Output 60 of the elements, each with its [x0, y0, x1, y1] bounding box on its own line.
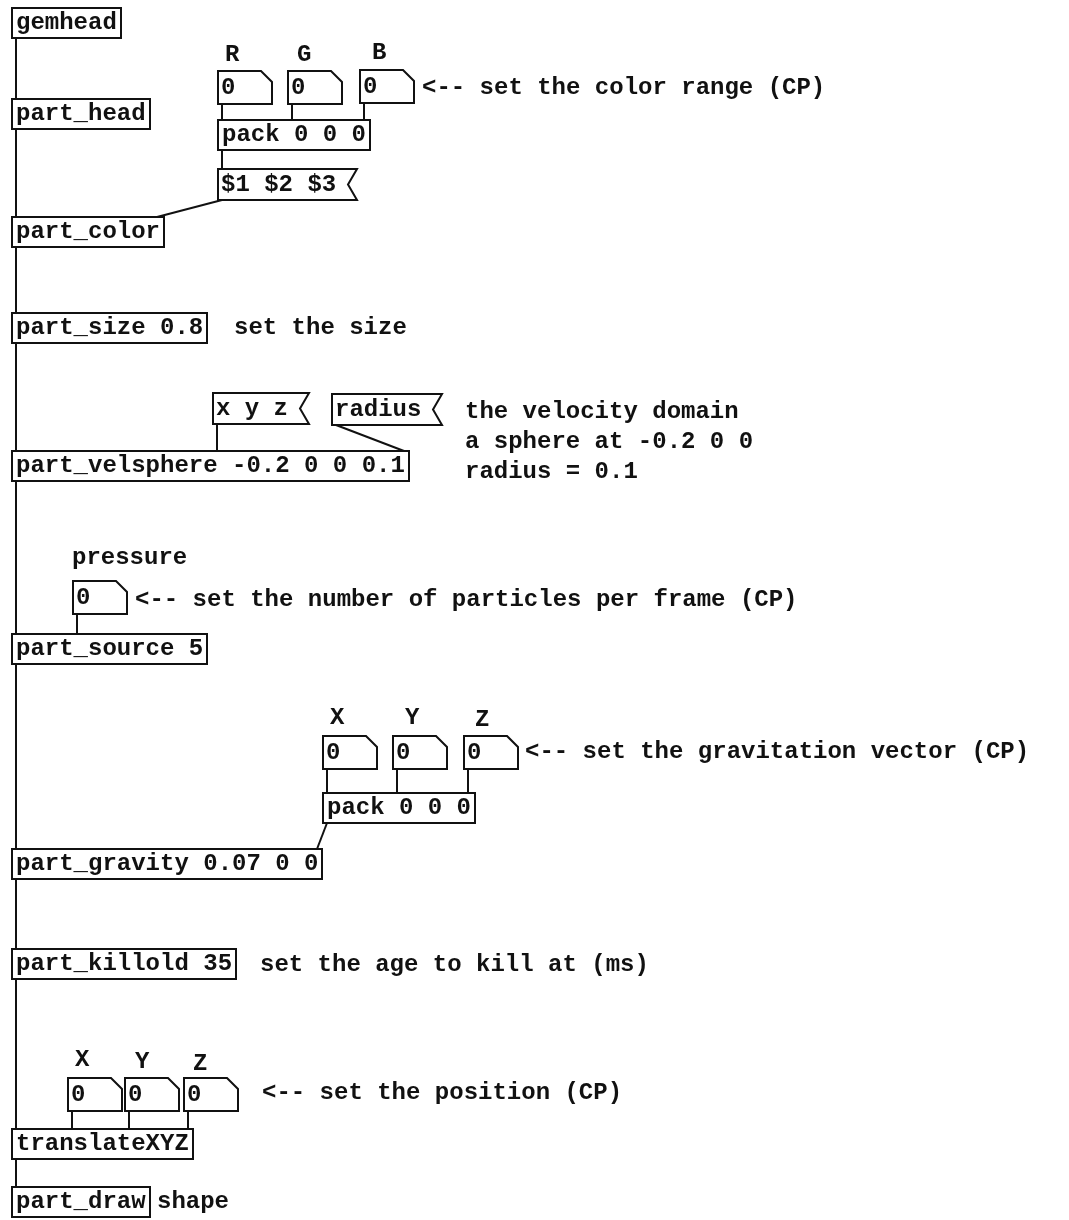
object-box: part_draw — [11, 1186, 151, 1218]
comment-text: the velocity domain a sphere at -0.2 0 0 radius = 0.1 — [465, 397, 755, 487]
number-box: 0 — [322, 735, 378, 770]
comment-text: <-- set the color range (CP) — [422, 73, 826, 103]
patch-cord — [15, 663, 17, 850]
patch-cord — [15, 480, 17, 635]
patch-cord — [396, 768, 398, 794]
object-box: part_velsphere -0.2 0 0 0.1 — [11, 450, 410, 482]
comment-text: <-- set the position (CP) — [262, 1078, 623, 1108]
patch-cord — [15, 342, 17, 452]
patch-cord — [221, 149, 223, 170]
object-box: part_killold 35 — [11, 948, 238, 980]
number-box: 0 — [124, 1077, 180, 1112]
object-box: part_source 5 — [11, 633, 209, 665]
axis-label: X — [75, 1045, 90, 1075]
object-box: part_head — [11, 98, 151, 130]
patch-cord — [316, 822, 328, 850]
axis-label: G — [297, 40, 312, 70]
message-box: $1 $2 $3 — [217, 168, 359, 201]
object-box: translateXYZ — [11, 1128, 194, 1160]
axis-label: X — [330, 703, 345, 733]
axis-label: Z — [475, 705, 490, 735]
number-box: 0 — [183, 1077, 239, 1112]
patch-cord — [15, 878, 17, 950]
comment-text: <-- set the number of particles per frame (CP) — [135, 585, 798, 615]
patch-cord — [335, 424, 405, 452]
patch-cord — [15, 128, 17, 218]
number-box: 0 — [217, 70, 273, 105]
comment-text: set the age to kill at (ms) — [260, 950, 649, 980]
comment-text: shape — [157, 1187, 229, 1217]
object-box: gemhead — [11, 7, 122, 39]
number-box: 0 — [72, 580, 128, 615]
patch-cord — [15, 246, 17, 314]
patch-cord — [15, 978, 17, 1130]
message-box: radius — [331, 393, 444, 426]
patch-cord — [326, 768, 328, 794]
object-box: part_size 0.8 — [11, 312, 209, 344]
object-box: part_color — [11, 216, 166, 248]
object-box: pack 0 0 0 — [217, 119, 372, 151]
patch-cord — [216, 423, 218, 452]
number-box: 0 — [287, 70, 343, 105]
number-box: 0 — [359, 69, 415, 104]
object-box: part_gravity 0.07 0 0 — [11, 848, 324, 880]
number-box: 0 — [67, 1077, 123, 1112]
patch-cord — [15, 1158, 17, 1188]
comment-text: pressure — [72, 543, 188, 573]
number-box: 0 — [392, 735, 448, 770]
axis-label: Z — [193, 1049, 208, 1079]
axis-label: R — [225, 40, 240, 70]
patch-cord — [467, 768, 469, 794]
message-box: x y z — [212, 392, 310, 425]
patch-cord — [15, 37, 17, 100]
comment-text: <-- set the gravitation vector (CP) — [525, 737, 1030, 767]
patch-cord — [76, 613, 78, 635]
comment-text: set the size — [234, 313, 407, 343]
object-box: pack 0 0 0 — [322, 792, 477, 824]
axis-label: Y — [135, 1047, 150, 1077]
number-box: 0 — [463, 735, 519, 770]
axis-label: Y — [405, 703, 420, 733]
axis-label: B — [372, 38, 387, 68]
